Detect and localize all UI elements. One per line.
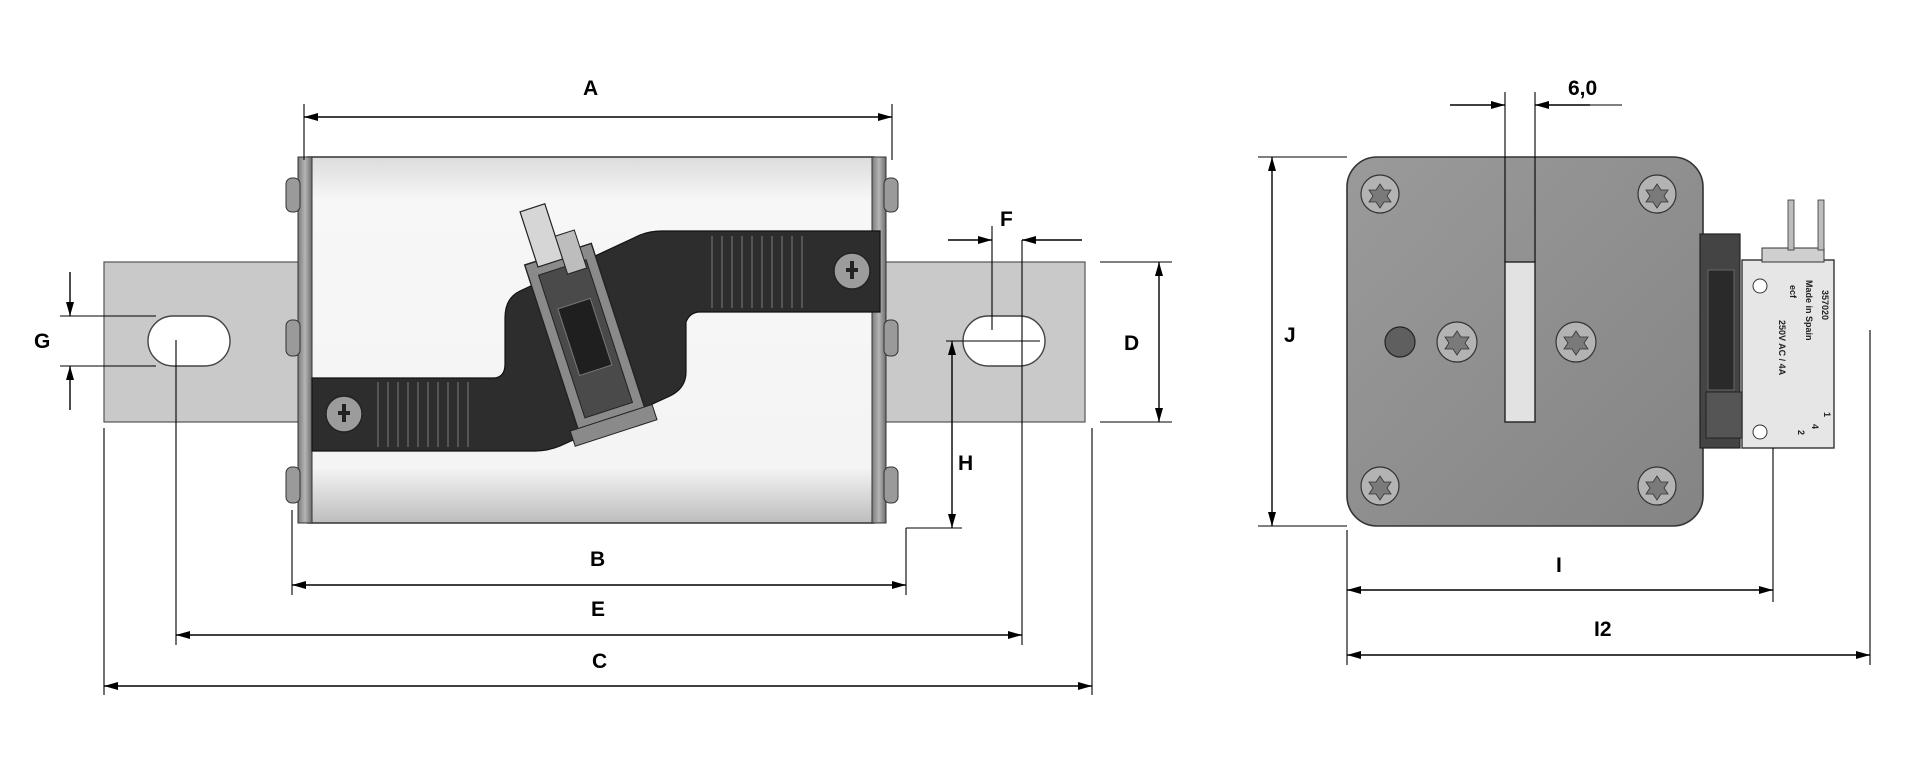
dim-label-e: E <box>591 598 605 621</box>
switch-origin: Made in Spain <box>1804 280 1814 341</box>
dim-label-d: D <box>1124 332 1139 355</box>
side-dimensions: 6,0 J I I2 <box>1258 77 1871 665</box>
dim-label-f: F <box>1000 208 1013 231</box>
dim-label-b: B <box>590 548 605 571</box>
switch-pin-4: 4 <box>1810 424 1820 429</box>
front-view <box>103 156 1086 524</box>
dim-label-i2: I2 <box>1594 618 1612 641</box>
phillips-screw-icon <box>325 395 363 433</box>
torx-screw-icon <box>1436 321 1478 363</box>
dim-label-c: C <box>592 650 607 673</box>
phillips-screw-icon <box>833 252 871 290</box>
front-microswitch <box>519 203 658 447</box>
switch-pin-2: 2 <box>1796 430 1806 435</box>
lever-grip-ribs <box>377 236 803 447</box>
side-indicator-pin <box>1384 326 1416 358</box>
switch-pin-1: 1 <box>1822 412 1832 417</box>
torx-screw-icon <box>1637 466 1677 506</box>
switch-rating: 250V AC / 4A <box>1777 320 1787 376</box>
cap-bolts <box>285 177 899 504</box>
torx-screw-icon <box>1555 321 1597 363</box>
dim-label-gap: 6,0 <box>1568 77 1597 100</box>
front-dimensions: A B E C F D H G <box>34 77 1172 695</box>
dim-label-j: J <box>1284 324 1296 347</box>
rail-slot-left <box>147 315 231 367</box>
side-center-slot <box>1504 261 1536 423</box>
switch-brand: ecf <box>1788 285 1798 299</box>
switch-model: 357020 <box>1820 290 1830 320</box>
torx-screw-icon <box>1637 174 1677 214</box>
dim-label-i: I <box>1556 554 1562 577</box>
side-microswitch: ecf 357020 Made in Spain 250V AC / 4A 1 … <box>1699 199 1835 449</box>
dim-label-g: G <box>34 330 50 353</box>
dim-label-h: H <box>958 452 973 475</box>
torx-screw-icon <box>1360 466 1400 506</box>
torx-screw-icon <box>1360 174 1400 214</box>
side-view: ecf 357020 Made in Spain 250V AC / 4A 1 … <box>1346 156 1835 527</box>
dim-label-a: A <box>583 77 598 100</box>
